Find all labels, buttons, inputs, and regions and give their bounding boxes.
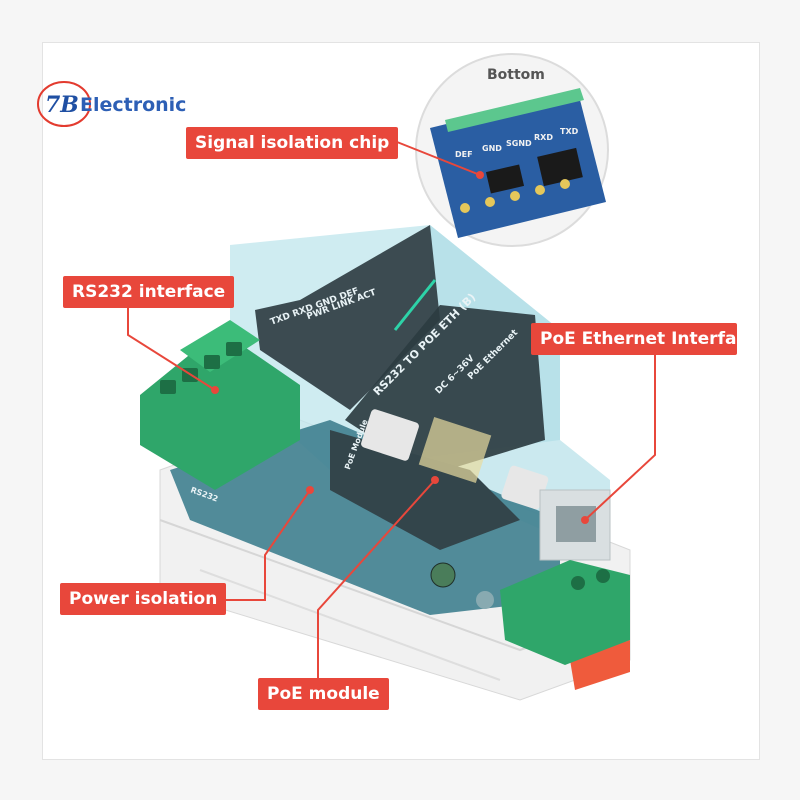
- inset-pin-txd: TXD: [560, 127, 579, 136]
- brand-name: Electronic: [80, 94, 187, 116]
- leader-poe-ethernet: [584, 345, 656, 521]
- inset-title: Bottom: [487, 67, 545, 83]
- label-rs232-interface: RS232 interface: [63, 276, 235, 309]
- leader-signal: [391, 139, 481, 176]
- inset-pin-sgnd: SGND: [506, 139, 532, 148]
- label-poe-module: PoE module: [258, 678, 389, 711]
- label-signal-isolation-chip: Signal isolation chip: [186, 127, 399, 160]
- inset-pin-gnd: GND: [482, 144, 502, 153]
- inset-pin-def: DEF: [455, 150, 473, 159]
- din-clip: [570, 640, 630, 690]
- leader-rs232: [127, 300, 216, 391]
- label-poe-ethernet-interface: PoE Ethernet Interfac: [531, 323, 737, 356]
- leader-poe-module: [317, 479, 436, 683]
- label-power-isolation: Power isolation: [60, 583, 227, 616]
- power-terminal-block: [500, 560, 630, 665]
- rs232-terminal-block: [140, 330, 300, 490]
- main-pcb: [170, 420, 560, 615]
- leader-power-isolation: [210, 489, 311, 601]
- inset-pin-rxd: RXD: [534, 133, 553, 142]
- logo-mark: 7B: [45, 92, 79, 118]
